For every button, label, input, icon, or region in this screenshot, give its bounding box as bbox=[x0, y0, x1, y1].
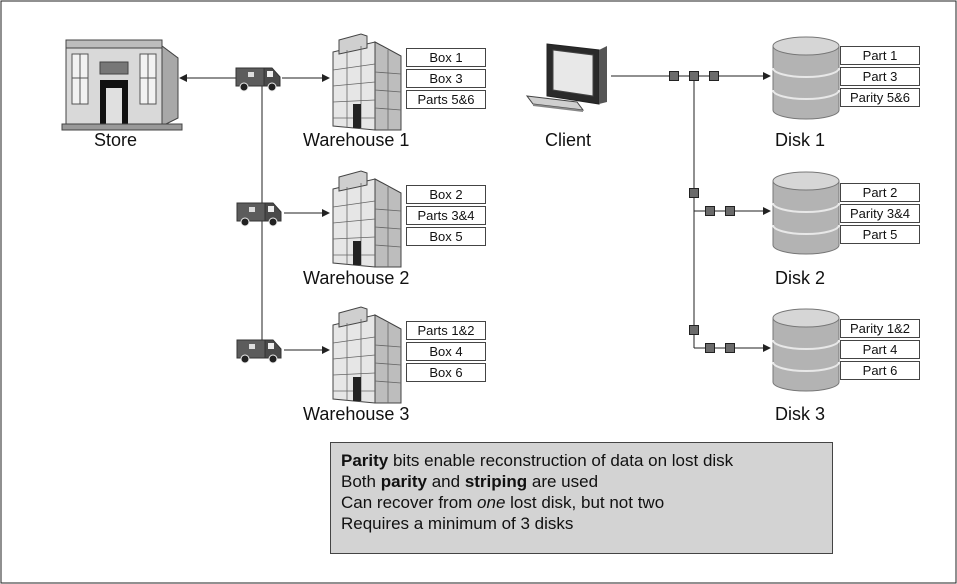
warehouse-building-icon bbox=[332, 170, 402, 268]
warehouse-content-tag: Box 6 bbox=[406, 363, 486, 382]
note-text: Can recover from bbox=[341, 493, 478, 512]
warehouse-content-tag: Parts 3&4 bbox=[406, 206, 486, 225]
notes-box: Parity bits enable reconstruction of dat… bbox=[330, 442, 833, 554]
network-lines bbox=[611, 72, 771, 352]
note-text: are used bbox=[527, 472, 599, 491]
warehouse-content-tag: Box 2 bbox=[406, 185, 486, 204]
warehouse-label: Warehouse 1 bbox=[303, 130, 410, 150]
disk-label: Disk 1 bbox=[775, 130, 826, 150]
disk-icon bbox=[772, 308, 840, 392]
disk-content-tag: Part 2 bbox=[840, 183, 920, 202]
network-node-icon bbox=[709, 71, 719, 81]
client-label: Client bbox=[545, 130, 592, 150]
disk-icon bbox=[772, 36, 840, 120]
network-node-icon bbox=[725, 343, 735, 353]
disk-content-tag: Parity 3&4 bbox=[840, 204, 920, 223]
network-nodes bbox=[669, 71, 735, 353]
disk-content-tag: Parity 1&2 bbox=[840, 319, 920, 338]
warehouse-content-tag: Parts 1&2 bbox=[406, 321, 486, 340]
network-node-icon bbox=[689, 71, 699, 81]
truck-icon bbox=[236, 202, 282, 227]
network-node-icon bbox=[689, 325, 699, 335]
client-computer-icon bbox=[525, 43, 607, 112]
network-node-icon bbox=[725, 206, 735, 216]
warehouse-content-tag: Box 5 bbox=[406, 227, 486, 246]
note-text: Both bbox=[341, 472, 381, 491]
note-line: Can recover from one lost disk, but not … bbox=[341, 492, 822, 513]
warehouse-content-tag: Box 1 bbox=[406, 48, 486, 67]
network-node-icon bbox=[669, 71, 679, 81]
note-text: and bbox=[427, 472, 465, 491]
truck-icon bbox=[235, 67, 281, 92]
note-line: Both parity and striping are used bbox=[341, 471, 822, 492]
note-text: bits enable reconstruction of data on lo… bbox=[388, 451, 734, 470]
store-icon bbox=[61, 39, 183, 131]
disk-content-tag: Part 4 bbox=[840, 340, 920, 359]
warehouse-building-icon bbox=[332, 33, 402, 131]
note-line: Requires a minimum of 3 disks bbox=[341, 514, 574, 533]
note-line: Parity bits enable reconstruction of dat… bbox=[341, 450, 822, 471]
store-label: Store bbox=[94, 130, 138, 150]
warehouse-label: Warehouse 2 bbox=[303, 268, 410, 288]
note-bold-term: parity bbox=[380, 472, 427, 491]
disk-content-tag: Parity 5&6 bbox=[840, 88, 920, 107]
network-node-icon bbox=[705, 343, 715, 353]
note-italic-term: one bbox=[477, 493, 506, 512]
disk-content-tag: Part 3 bbox=[840, 67, 920, 86]
note-bold-term: Parity bbox=[341, 451, 389, 470]
network-node-icon bbox=[689, 188, 699, 198]
warehouse-content-tag: Parts 5&6 bbox=[406, 90, 486, 109]
disk-icon bbox=[772, 171, 840, 255]
disk-content-tag: Part 1 bbox=[840, 46, 920, 65]
disk-content-tag: Part 6 bbox=[840, 361, 920, 380]
note-text: lost disk, but not two bbox=[505, 493, 665, 512]
disk-label: Disk 2 bbox=[775, 268, 826, 288]
network-node-icon bbox=[705, 206, 715, 216]
disk-label: Disk 3 bbox=[775, 404, 826, 424]
warehouse-building-icon bbox=[332, 306, 402, 404]
warehouse-content-tag: Box 3 bbox=[406, 69, 486, 88]
disk-content-tag: Part 5 bbox=[840, 225, 920, 244]
warehouse-content-tag: Box 4 bbox=[406, 342, 486, 361]
warehouse-label: Warehouse 3 bbox=[303, 404, 410, 424]
note-bold-term: striping bbox=[464, 472, 528, 491]
truck-icon bbox=[236, 339, 282, 364]
